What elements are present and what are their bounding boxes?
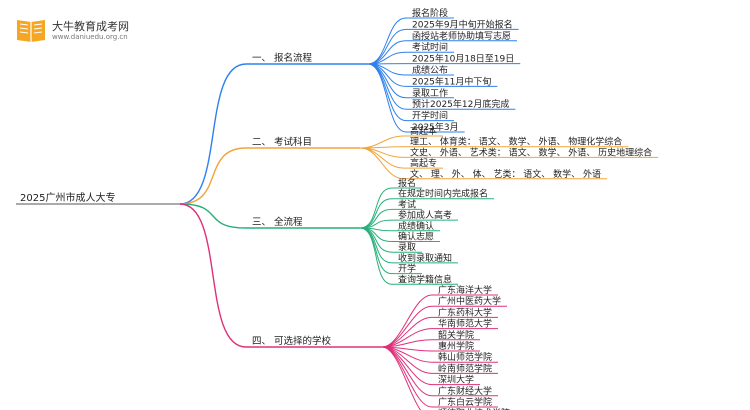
branch-1-child-8-label: 录取工作 xyxy=(412,87,448,99)
branch-1-child-3-label: 函授站老师协助填写志愿 xyxy=(412,30,511,42)
branch-1-child-9-label: 预计2025年12月底完成 xyxy=(412,98,509,110)
branch-4-child-11-connector xyxy=(381,346,433,408)
branch-1-child-7-connector xyxy=(367,63,407,87)
branch-4-child-10-label: 广东财经大学 xyxy=(438,385,492,397)
branch-2-connector xyxy=(179,147,247,205)
branch-1-child-2-connector xyxy=(367,28,407,65)
branch-2-child-5-label: 文、 理、 外、 体、 艺类： 语文、 数学、 外语 xyxy=(410,168,601,180)
branch-1-child-6-label: 成绩公布 xyxy=(412,64,448,76)
branch-1-child-11-connector xyxy=(367,63,407,133)
branch-3-child-4-label: 参加成人高考 xyxy=(398,209,452,221)
book-logo-icon xyxy=(17,20,45,42)
branch-4-child-6-label: 惠州学院 xyxy=(438,340,474,352)
branch-1-label: 一、 报名流程 xyxy=(252,52,313,64)
site-name: 大牛教育成考网 xyxy=(52,20,129,33)
branch-2-child-1-label: 高起本 xyxy=(410,125,437,137)
branch-1-child-5-label: 2025年10月18日至19日 xyxy=(412,53,514,65)
branch-3-child-5-label: 成绩确认 xyxy=(398,220,434,232)
site-logo: 大牛教育成考网 www.daniuedu.org.cn xyxy=(14,16,154,46)
branch-1-child-10-label: 开学时间 xyxy=(412,110,448,122)
branch-3-child-3-label: 考试 xyxy=(398,198,416,210)
branch-3-child-6-label: 确认志愿 xyxy=(398,231,434,243)
branch-1-child-11-label: 2025年3月 xyxy=(412,121,459,133)
branch-2-child-5-connector xyxy=(359,147,405,180)
branch-4-child-1-label: 广东海洋大学 xyxy=(438,284,492,296)
branch-1-connector xyxy=(179,63,247,205)
site-url: www.daniuedu.org.cn xyxy=(52,33,128,41)
branch-4-child-2-connector xyxy=(381,305,433,348)
branch-4-child-3-label: 广东药科大学 xyxy=(438,306,492,318)
branch-1-child-10-connector xyxy=(367,63,407,122)
branch-4-child-5-label: 韶关学院 xyxy=(438,329,474,341)
mind-map-edges xyxy=(16,17,659,410)
branch-3-label: 三、 全流程 xyxy=(252,216,303,228)
branch-3-child-2-label: 在规定时间内完成报名 xyxy=(398,188,488,200)
branch-4-child-11-label: 广东白云学院 xyxy=(438,396,492,408)
branch-1-child-7-label: 2025年11月中下旬 xyxy=(412,75,491,87)
branch-3-child-10-label: 查询学籍信息 xyxy=(398,273,452,285)
branch-4-child-12-connector xyxy=(381,346,422,410)
branch-1-child-1-label: 报名阶段 xyxy=(412,7,448,19)
branch-1-child-9-connector xyxy=(367,63,407,110)
root-node-label: 2025广州市成人大专 xyxy=(20,191,115,204)
branch-2-child-4-connector xyxy=(359,147,405,169)
branch-3-child-1-connector xyxy=(359,187,393,229)
branch-1-child-2-label: 2025年9月中旬开始报名 xyxy=(412,18,513,30)
branch-3-connector xyxy=(179,203,247,229)
branch-4-child-7-label: 韩山师范学院 xyxy=(438,351,492,363)
branch-2-label: 二、 考试科目 xyxy=(252,136,312,148)
branch-3-child-8-label: 收到录取通知 xyxy=(398,252,452,264)
branch-3-child-7-connector xyxy=(359,227,393,253)
branch-4-label: 四、 可选择的学校 xyxy=(252,335,332,347)
branch-4-child-1-connector xyxy=(381,294,433,348)
mind-map-nodes: 2025广州市成人大专 一、 报名流程 报名阶段2025年9月中旬开始报名函授站老师… xyxy=(20,7,652,410)
branch-4-connector xyxy=(179,203,247,348)
branch-4-child-2-label: 广州中医药大学 xyxy=(438,295,501,307)
branch-4-child-4-label: 华南师范大学 xyxy=(438,318,492,330)
branch-3-child-1-label: 报名 xyxy=(398,177,416,189)
branch-2-child-1-connector xyxy=(359,135,405,149)
branch-4-child-8-label: 岭南师范学院 xyxy=(438,362,492,374)
branch-1-child-4-label: 考试时间 xyxy=(412,41,448,53)
branch-3-child-9-label: 开学 xyxy=(398,263,416,275)
branch-2-child-3-label: 文史、 外语、 艺术类： 语文、 数学、 外语、 历史地理综合 xyxy=(410,146,652,158)
branch-4-child-9-connector xyxy=(381,346,433,386)
branch-2-child-2-label: 理工、 体育类： 语文、 数学、 外语、 物理化学综合 xyxy=(410,136,622,148)
branch-2-child-4-label: 高起专 xyxy=(410,157,437,169)
branch-4-child-9-label: 深圳大学 xyxy=(438,374,474,386)
branch-1-child-1-connector xyxy=(367,17,407,65)
branch-3-child-7-label: 录取 xyxy=(398,242,416,253)
branch-3-child-10-connector xyxy=(359,227,393,285)
branch-4-child-12-label: 顺德职业技术学院 xyxy=(438,407,510,410)
